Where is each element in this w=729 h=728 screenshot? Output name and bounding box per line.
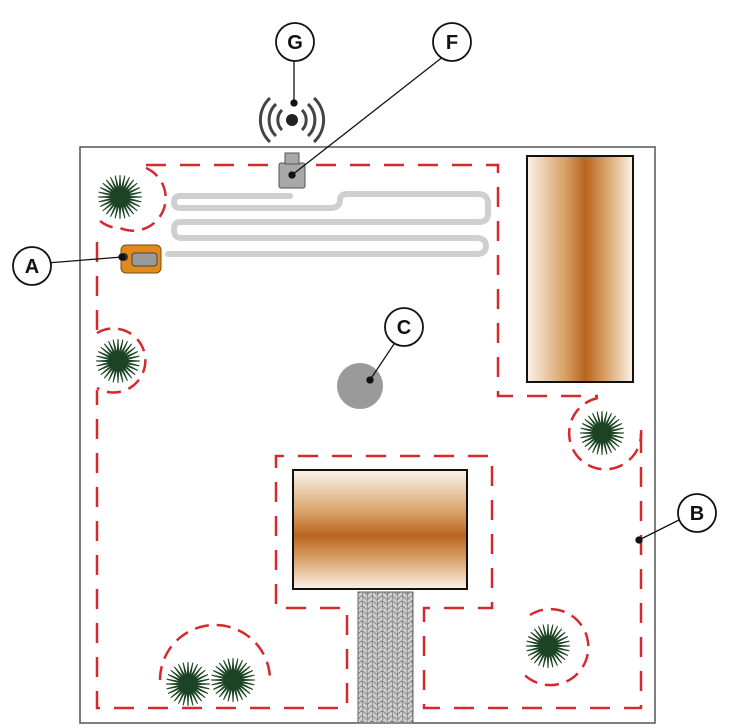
stone-path [357,591,414,724]
shrub-icon [95,338,141,384]
shrub-icon [97,174,143,220]
boundary-arc-shrub-3 [567,396,643,471]
shrub-icon [525,623,571,669]
wooden-deck-vertical [526,155,634,383]
boundary-arc-shrub-5 [158,623,272,681]
callout-b: B [677,493,717,533]
guide-wire [165,191,491,257]
callout-c-label: C [397,317,411,339]
shrub-icon [165,661,211,707]
leader-line-b [638,518,682,541]
shrub-icon [579,410,625,456]
callout-g: G [275,22,315,62]
obstacle-c [337,363,383,409]
leader-line-c [369,337,399,381]
callout-a-label: A [25,256,39,278]
callout-c: C [384,307,424,347]
boundary-arc-shrub-1 [96,166,167,232]
leader-line-a [46,256,123,264]
leader-line-f [291,55,445,176]
callout-a: A [12,246,52,286]
callout-g-label: G [287,32,303,54]
boundary-wire [95,163,643,710]
boundary-arc-shrub-4 [519,607,590,687]
robotic-mower [120,244,162,274]
callout-f-label: F [446,32,458,54]
callout-f: F [432,22,472,62]
boundary-arc-shrub-2 [96,327,147,394]
wooden-deck-horizontal [292,469,468,590]
callout-b-label: B [690,503,704,525]
shrub-icon [210,657,256,703]
signal-antenna-icon [258,96,326,144]
